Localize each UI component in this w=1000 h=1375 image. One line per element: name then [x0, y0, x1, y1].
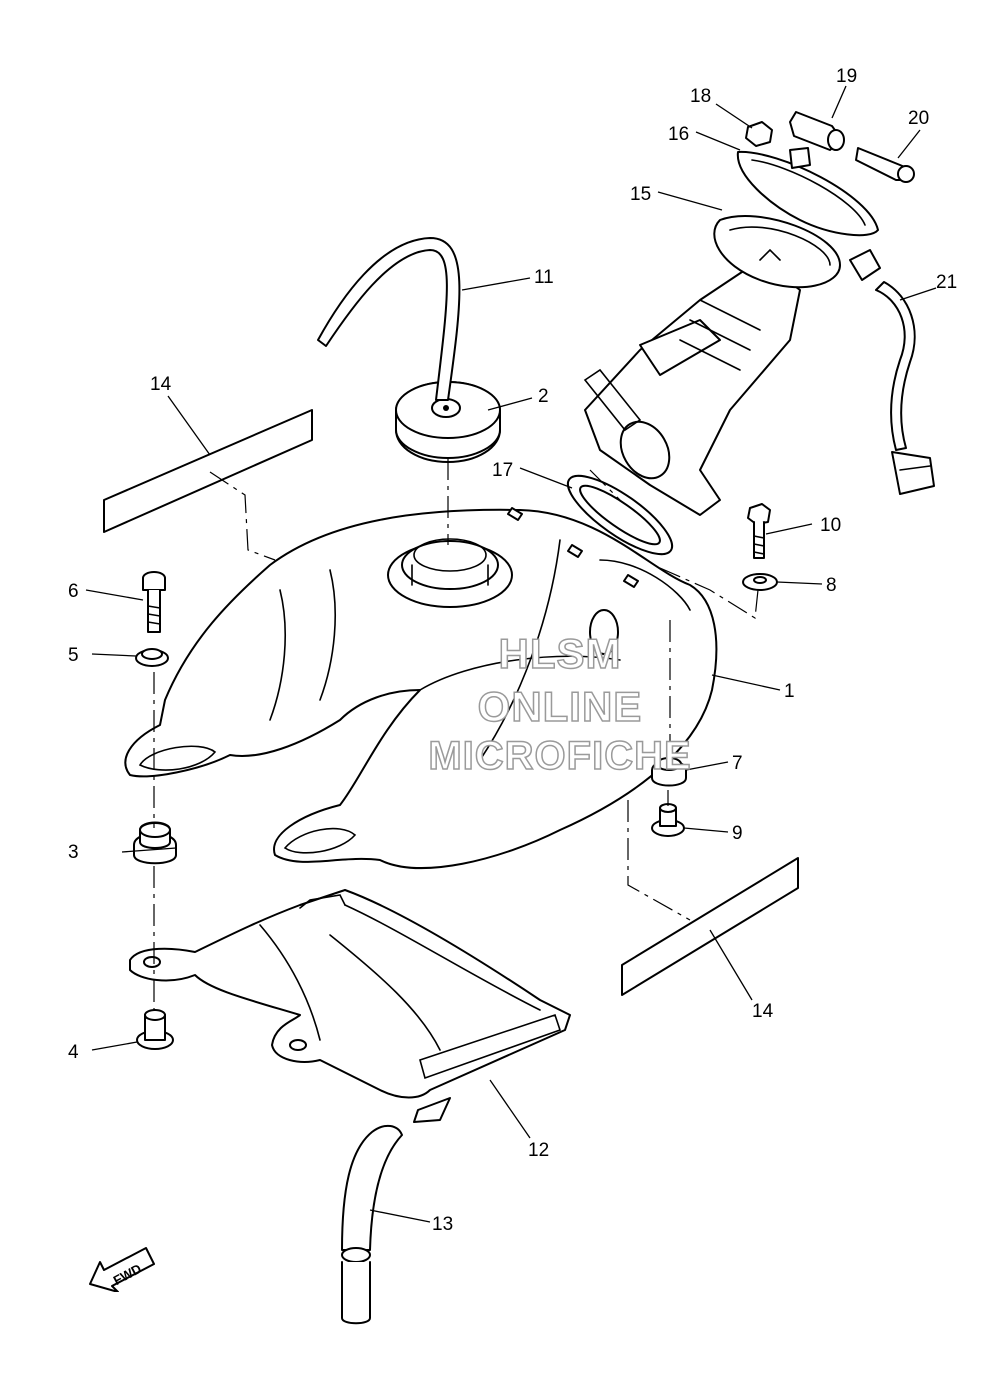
rubber-grommet	[133, 821, 177, 865]
callout-15: 15	[630, 184, 651, 205]
tank-washer	[742, 573, 778, 591]
callout-12: 12	[528, 1140, 549, 1161]
damper-strip-lower	[621, 857, 799, 996]
callout-18: 18	[690, 86, 711, 107]
tank-collar	[651, 803, 685, 837]
callout-16: 16	[668, 124, 689, 145]
callout-14-lower: 14	[752, 1001, 774, 1022]
mounting-bolt	[142, 571, 166, 633]
fuel-pump-assembly	[583, 215, 841, 516]
plate-nut	[745, 121, 773, 147]
watermark-line-3: MICROFICHE	[428, 733, 692, 779]
breather-hose	[317, 237, 461, 401]
callout-20: 20	[908, 108, 929, 129]
callout-labels: 1 2 3 4 5 6 7 8 9 10 11 12 13 14 14 15 1…	[68, 66, 957, 1235]
tank-bracket	[129, 889, 571, 1123]
callout-17: 17	[492, 460, 513, 481]
pump-plate	[736, 147, 879, 237]
callout-3: 3	[68, 842, 79, 863]
leader-lines	[85, 85, 937, 1223]
callout-8: 8	[826, 575, 837, 596]
callout-5: 5	[68, 645, 79, 666]
hose-union	[789, 111, 845, 151]
callout-19: 19	[836, 66, 857, 87]
callout-1: 1	[784, 681, 795, 702]
callout-7: 7	[732, 753, 743, 774]
collar-washer	[135, 648, 169, 667]
callout-13: 13	[432, 1214, 453, 1235]
damper-strip-upper	[103, 409, 313, 533]
tank-grommet	[651, 757, 687, 787]
forward-arrow-icon: FWD	[89, 1247, 155, 1292]
callout-11: 11	[534, 267, 554, 288]
callout-21: 21	[936, 272, 957, 293]
callout-2: 2	[538, 386, 549, 407]
callout-4: 4	[68, 1042, 79, 1063]
fuel-tank	[124, 507, 718, 870]
watermark-line-1: HLSM	[498, 629, 622, 678]
callout-6: 6	[68, 581, 79, 602]
hose-fitting	[855, 147, 915, 183]
tank-bolt	[747, 503, 771, 559]
collar	[136, 1009, 174, 1050]
callout-9: 9	[732, 823, 743, 844]
watermark-line-2: ONLINE	[477, 682, 643, 731]
fuel-pump-gasket	[566, 474, 674, 556]
drain-hose	[341, 1124, 403, 1325]
alignment-lines	[153, 458, 759, 1010]
wire-harness	[849, 249, 935, 495]
callout-14-upper: 14	[150, 374, 172, 395]
callout-10: 10	[820, 515, 841, 536]
